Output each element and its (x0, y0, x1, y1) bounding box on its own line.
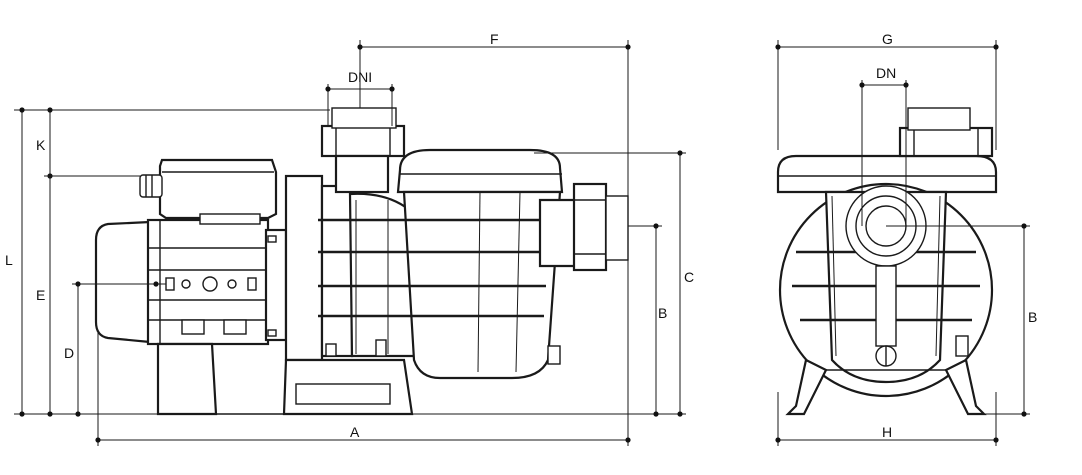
outlet-union (572, 182, 608, 272)
label-L: L (5, 252, 13, 268)
label-E: E (36, 287, 45, 303)
cable-gland (139, 174, 163, 198)
terminal-box (158, 158, 278, 220)
label-DN: DN (876, 65, 896, 81)
motor-end-cap (94, 220, 152, 344)
inlet-union (320, 124, 406, 158)
label-DNI: DNI (348, 69, 372, 85)
label-D: D (64, 345, 74, 361)
label-K: K (36, 137, 46, 153)
label-B-front: B (1028, 309, 1037, 325)
label-H: H (882, 424, 892, 440)
front-view: G DN B H (775, 31, 1037, 446)
label-B-side: B (658, 305, 667, 321)
label-A: A (350, 424, 360, 440)
strainer-lid (396, 148, 564, 194)
pump-base (156, 342, 218, 416)
label-F: F (490, 31, 499, 47)
label-C: C (684, 269, 694, 285)
side-view: A L K E D F (5, 31, 694, 446)
label-G: G (882, 31, 893, 47)
